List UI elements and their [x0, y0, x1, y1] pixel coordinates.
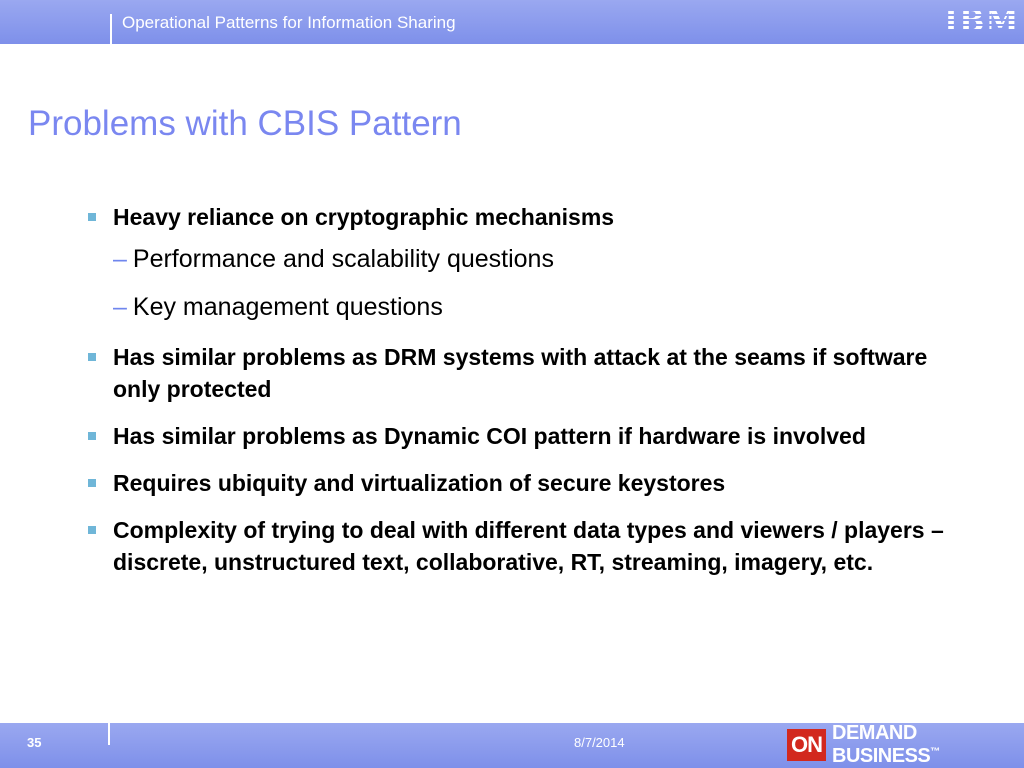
header-divider	[110, 14, 112, 44]
bullet-marker-icon	[88, 432, 96, 440]
bullet-text: Complexity of trying to deal with differ…	[113, 517, 944, 575]
bullet-item: Has similar problems as Dynamic COI patt…	[88, 420, 948, 452]
ibm-logo: IBM	[944, 4, 1020, 39]
footer-divider	[108, 723, 110, 745]
badge-text: DEMAND BUSINESS™	[832, 722, 1024, 768]
bullet-item: Complexity of trying to deal with differ…	[88, 514, 948, 578]
bullet-marker-icon	[88, 479, 96, 487]
sub-bullet-item: –Key management questions	[88, 291, 948, 323]
badge-on: ON	[787, 729, 826, 761]
slide-date: 8/7/2014	[574, 735, 625, 750]
header-bar: Operational Patterns for Information Sha…	[0, 0, 1024, 44]
footer-bar: 35 8/7/2014	[0, 723, 1024, 768]
bullet-text: Has similar problems as DRM systems with…	[113, 344, 928, 402]
on-demand-business-logo: ON DEMAND BUSINESS™	[787, 722, 1024, 767]
bullet-item: Requires ubiquity and virtualization of …	[88, 467, 948, 499]
sub-bullet-text: Performance and scalability questions	[132, 245, 554, 273]
bullet-marker-icon	[88, 213, 96, 221]
bullet-text: Requires ubiquity and virtualization of …	[113, 470, 726, 496]
bullet-item: Has similar problems as DRM systems with…	[88, 341, 948, 405]
slide-title: Problems with CBIS Pattern	[28, 104, 462, 143]
bullet-text: Has similar problems as Dynamic COI patt…	[113, 423, 866, 449]
dash-marker: –	[113, 293, 127, 321]
bullet-item: Heavy reliance on cryptographic mechanis…	[88, 201, 948, 233]
badge-label: DEMAND BUSINESS	[832, 722, 931, 767]
sub-bullet-item: –Performance and scalability questions	[88, 243, 948, 275]
bullet-marker-icon	[88, 526, 96, 534]
bullet-marker-icon	[88, 353, 96, 361]
sub-bullet-text: Key management questions	[132, 293, 443, 321]
presentation-title: Operational Patterns for Information Sha…	[122, 13, 456, 32]
trademark-mark: ™	[930, 746, 940, 758]
bullet-text: Heavy reliance on cryptographic mechanis…	[113, 204, 615, 230]
page-number: 35	[27, 735, 42, 750]
bullet-list: Heavy reliance on cryptographic mechanis…	[88, 201, 948, 578]
dash-marker: –	[113, 245, 127, 273]
